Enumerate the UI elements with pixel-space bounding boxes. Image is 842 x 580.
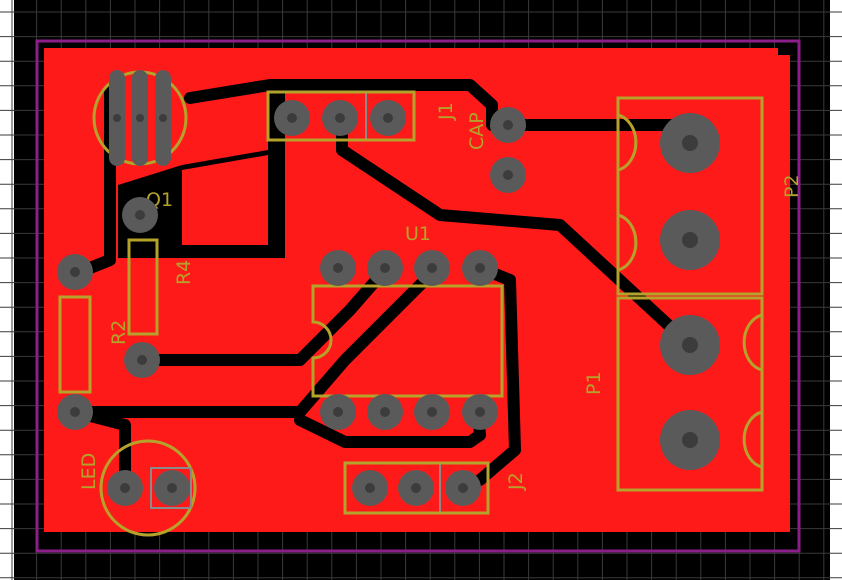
- cap-designator: CAP: [466, 112, 488, 150]
- j2-drill-1: [365, 483, 375, 493]
- p1-drill-1: [682, 337, 698, 353]
- component-j1[interactable]: J1: [266, 90, 457, 142]
- p1-silk-notch-2: [742, 410, 763, 469]
- j2-drill-2: [411, 483, 421, 493]
- u1-drill-2: [380, 263, 390, 273]
- r4-silk-outline: [127, 238, 159, 336]
- cap-drill-1: [503, 120, 513, 130]
- p2-drill-2: [682, 232, 698, 248]
- board-outline: [35, 39, 801, 553]
- p2-silk-notch-1: [617, 113, 638, 172]
- p2-designator: P2: [781, 174, 803, 198]
- component-j2[interactable]: J2: [343, 461, 527, 515]
- j1-silk-outline: [266, 90, 416, 142]
- j2-silk-outline: [343, 461, 490, 515]
- j1-drill-3: [383, 113, 393, 123]
- p2-silk-notch-2: [617, 213, 638, 272]
- r2-drill-1: [70, 267, 80, 277]
- p2-drill-1: [682, 135, 698, 151]
- component-p1[interactable]: P1: [583, 296, 764, 492]
- right-margin: [830, 0, 842, 580]
- p1-silk-notch-1: [742, 313, 763, 372]
- component-cap[interactable]: CAP: [466, 107, 526, 193]
- u1-silk-outline: [311, 284, 504, 398]
- component-q1[interactable]: Q1: [92, 70, 188, 211]
- clearance-led-u1: [69, 264, 441, 418]
- p1-silk-outline: [616, 296, 764, 492]
- j2-drill-3: [458, 483, 468, 493]
- r2-silk-outline: [58, 295, 92, 394]
- led-silk-outline: [99, 439, 197, 537]
- u1-drill-3: [427, 263, 437, 273]
- q1-drill-1: [113, 114, 121, 122]
- component-r2[interactable]: R2: [57, 254, 160, 394]
- u1-drill-8: [475, 407, 485, 417]
- cap-drill-2: [503, 170, 513, 180]
- u1-drill-6: [380, 407, 390, 417]
- u1-drill-5: [333, 407, 343, 417]
- clearance-u1-right: [474, 264, 521, 486]
- u1-drill-7: [427, 407, 437, 417]
- component-p2[interactable]: P2: [616, 96, 803, 296]
- u1-designator: U1: [405, 223, 431, 245]
- q1-drill-2: [136, 114, 144, 122]
- led-drill-3: [167, 483, 177, 493]
- led-designator: LED: [78, 453, 100, 490]
- clearance-r2-u1: [136, 264, 391, 366]
- r4-designator: R4: [173, 260, 195, 285]
- u1-drill-1: [333, 263, 343, 273]
- u1-drill-4: [475, 263, 485, 273]
- p1-drill-2: [682, 432, 698, 448]
- q1-drill-3: [159, 114, 167, 122]
- led-grey-outline: [150, 467, 192, 509]
- copper-island-top: [195, 100, 265, 160]
- j2-designator: J2: [505, 472, 527, 491]
- copper-island: [182, 155, 268, 245]
- j1-drill-2: [335, 113, 345, 123]
- j1-designator: J1: [435, 102, 457, 121]
- p2-silk-outline: [616, 96, 764, 296]
- j1-drill-1: [287, 113, 297, 123]
- p1-designator: P1: [583, 371, 605, 395]
- led-drill-2: [120, 483, 130, 493]
- component-u1[interactable]: U1: [311, 223, 504, 430]
- r2-drill-2: [137, 355, 147, 365]
- component-led[interactable]: LED: [57, 394, 197, 537]
- component-r4[interactable]: R4: [122, 197, 195, 336]
- r4-drill-1: [135, 210, 145, 220]
- r2-designator: R2: [108, 320, 130, 345]
- led-drill-1: [70, 407, 80, 417]
- left-margin: [0, 0, 14, 580]
